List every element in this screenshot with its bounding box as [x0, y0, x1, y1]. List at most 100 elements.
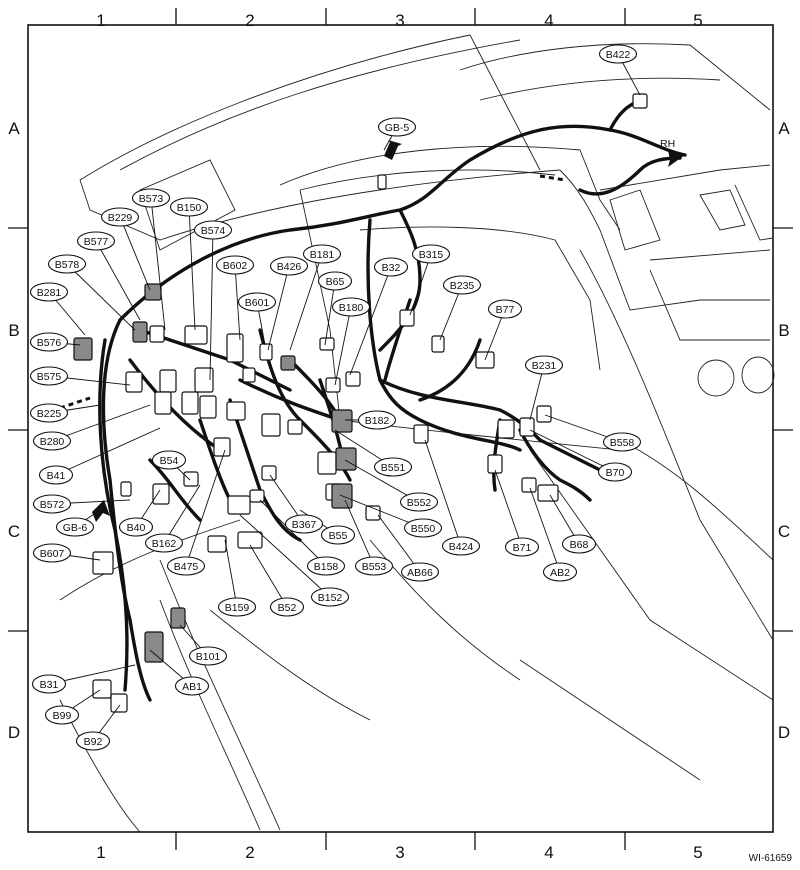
callout-b55: B55 [320, 525, 356, 545]
grid-row-label-right-D: D [778, 723, 790, 742]
callout-label: B229 [108, 212, 133, 224]
callout-bubble [75, 731, 111, 751]
callout-b553: B553 [354, 556, 394, 576]
callout-label: B575 [37, 371, 62, 383]
callout-b158: B158 [306, 556, 346, 576]
connector-body [280, 355, 296, 371]
callout-bubble [310, 587, 350, 607]
grid-column-label-bottom-2: 2 [245, 843, 254, 862]
callout-bubble [32, 431, 72, 451]
connector-body [120, 481, 132, 497]
callout-label: B572 [40, 499, 65, 511]
leader-b41 [55, 427, 161, 476]
callout-b71: B71 [504, 537, 540, 557]
connector-body [152, 483, 170, 505]
callout-label: B550 [411, 523, 436, 535]
callout-bubble [320, 525, 356, 545]
connector-body [536, 405, 552, 423]
callout-bubble [193, 220, 233, 240]
callout-ab1: AB1 [174, 676, 210, 696]
callout-b92: B92 [75, 731, 111, 751]
callout-bubble [373, 457, 413, 477]
callout-label: B574 [201, 225, 226, 237]
callout-bubble [76, 231, 116, 251]
callout-label: B280 [40, 436, 65, 448]
callout-bubble [31, 674, 67, 694]
callout-label: B181 [310, 249, 335, 261]
callout-gb-5: GB-5 [377, 117, 417, 137]
callout-label: B159 [225, 602, 250, 614]
callout-label: AB66 [407, 567, 433, 579]
callout-b180: B180 [331, 297, 371, 317]
callout-label: B152 [318, 592, 343, 604]
callout-label: B99 [53, 710, 72, 722]
callout-bubble [38, 465, 74, 485]
callout-label: B235 [450, 280, 475, 292]
connector-body [92, 679, 112, 699]
callout-b229: B229 [100, 207, 140, 227]
callout-bubble [174, 676, 210, 696]
connector-body [226, 333, 244, 363]
callout-b181: B181 [302, 244, 342, 264]
callout-bubble [442, 275, 482, 295]
callout-b601: B601 [237, 292, 277, 312]
callout-label: B225 [37, 408, 62, 420]
callout-bubble [237, 292, 277, 312]
grid-row-label-left-A: A [8, 119, 20, 138]
callout-label: B70 [606, 467, 625, 479]
connector-body [144, 283, 162, 301]
callout-label: B65 [326, 276, 345, 288]
callout-b152: B152 [310, 587, 350, 607]
connector-body [537, 484, 559, 502]
connector-body [73, 337, 93, 361]
drawing-reference: WI-61659 [748, 853, 792, 864]
connector-body [92, 551, 114, 575]
callout-bubble [100, 207, 140, 227]
rh-label: RH [660, 138, 675, 150]
callout-bubble [29, 366, 69, 386]
callout-b551: B551 [373, 457, 413, 477]
callout-b280: B280 [32, 431, 72, 451]
callout-label: B40 [127, 522, 146, 534]
callout-b558: B558 [602, 432, 642, 452]
connector-body [497, 419, 515, 439]
connector-body [317, 451, 337, 475]
leader-b602 [234, 264, 241, 341]
grid-column-label-top-3: 3 [395, 11, 404, 30]
callout-bubble [284, 514, 324, 534]
callout-b54: B54 [151, 450, 187, 470]
callout-b577: B577 [76, 231, 116, 251]
callout-bubble [354, 556, 394, 576]
callout-label: B602 [223, 260, 248, 272]
callout-bubble [487, 299, 523, 319]
callout-b572: B572 [32, 494, 72, 514]
callout-bubble [317, 271, 353, 291]
leader-b315 [409, 253, 432, 316]
callout-label: B553 [362, 561, 387, 573]
callout-bubble [32, 543, 72, 563]
connector-body [181, 391, 199, 415]
grid-column-label-top-1: 1 [96, 11, 105, 30]
connector-body [170, 607, 186, 629]
leader-b424 [424, 439, 462, 547]
connector-body [431, 335, 445, 353]
callout-ab66: AB66 [400, 562, 440, 582]
callout-bubble [44, 705, 80, 725]
connector-body [183, 471, 199, 487]
callout-label: B32 [382, 262, 401, 274]
callout-b426: B426 [269, 256, 309, 276]
callout-bubble [118, 517, 154, 537]
callout-label: B92 [84, 736, 103, 748]
callout-label: B578 [55, 259, 80, 271]
leader-b158 [259, 499, 327, 567]
dashboard-outline [59, 34, 775, 833]
callout-b231: B231 [524, 355, 564, 375]
callout-b40: B40 [118, 517, 154, 537]
callout-b607: B607 [32, 543, 72, 563]
connector-body [213, 437, 231, 457]
connector-body [319, 337, 335, 351]
callout-bubble [29, 282, 69, 302]
leader-b577 [95, 240, 141, 321]
callout-label: B577 [84, 236, 109, 248]
callout-b162: B162 [144, 533, 184, 553]
